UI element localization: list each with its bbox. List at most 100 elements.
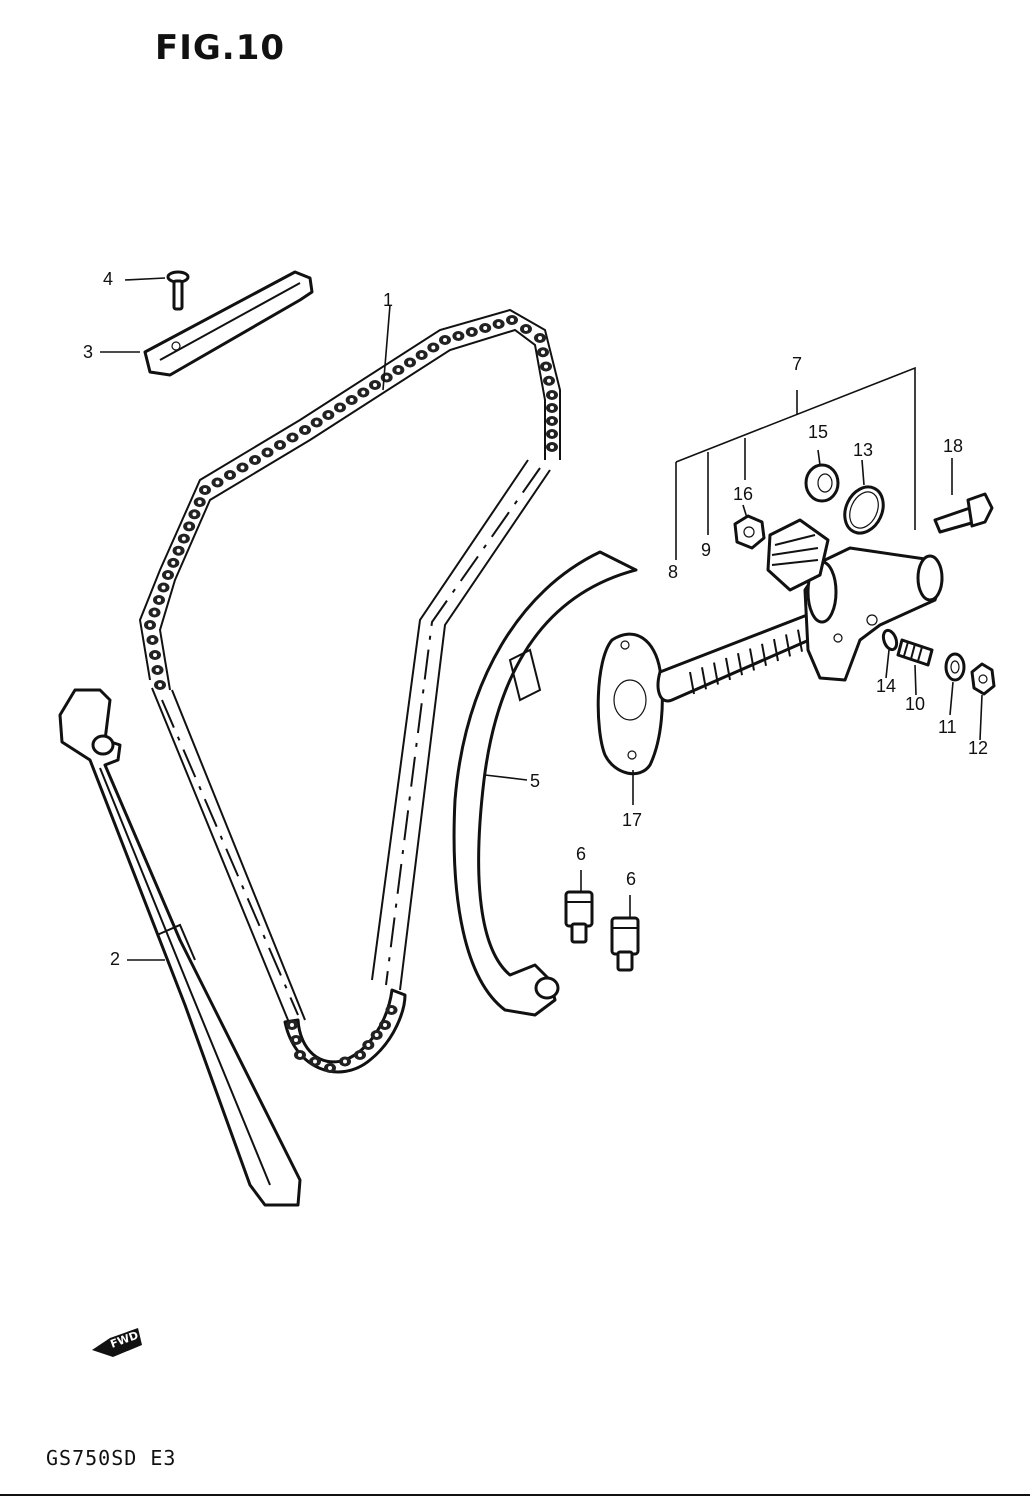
oil-seal (804, 463, 840, 503)
washer (944, 652, 966, 682)
leader-lines (100, 277, 983, 961)
chain-link-pin (338, 405, 342, 410)
chain-link-pin (253, 458, 257, 462)
callout-17: 17 (622, 810, 642, 830)
callout-15: 15 (808, 422, 828, 442)
chain-link-pin (215, 480, 220, 485)
spring-pin (881, 628, 899, 652)
chain-link-pin (192, 512, 197, 517)
callout-10: 10 (905, 694, 925, 714)
forward-arrow: FWD (92, 1328, 142, 1357)
spring-coil (725, 657, 731, 681)
chain-link-pin (396, 368, 401, 372)
callout-7: 7 (792, 354, 802, 374)
chain-link-pin (150, 638, 155, 642)
lock-nut (733, 514, 766, 550)
cam-chain-tensioner-shoe (452, 550, 638, 1017)
chain-link-pin (358, 1053, 362, 1057)
chain-link-pin (456, 334, 461, 338)
callout-6: 6 (626, 869, 636, 889)
chain-link-pin (538, 336, 542, 340)
chain-link-pin (161, 585, 166, 590)
spring-coil (713, 662, 719, 685)
chain-link-pin (290, 435, 295, 440)
chain-link-pin (176, 548, 181, 553)
chain-link-pin (187, 524, 192, 529)
chain-link-pin (374, 1033, 379, 1037)
callout-18: 18 (943, 436, 963, 456)
chain-link-pin (419, 353, 424, 357)
chain-link-pin (290, 1023, 294, 1027)
spring-coil (701, 667, 707, 690)
chain-link-pin (298, 1053, 302, 1057)
chain-link-pin (550, 393, 554, 397)
chain-link-pin (373, 383, 377, 387)
chain-link-pin (197, 500, 202, 505)
spring-coil (761, 643, 767, 666)
callout-3: 3 (83, 342, 93, 362)
guide-pin-left (564, 890, 594, 944)
chain-link-pin (278, 443, 282, 447)
chain-link-pin (443, 338, 447, 342)
chain-link-pin (383, 1023, 387, 1027)
guide-pin-right (610, 916, 640, 972)
chain-link-pin (313, 1059, 317, 1064)
chain-link-pin (384, 375, 389, 380)
chain-link-pin (153, 653, 157, 657)
adjuster-screw (896, 638, 934, 667)
chain-link-pin (203, 488, 207, 492)
chain-link-pin (155, 668, 160, 672)
chain-link-pin (166, 573, 170, 577)
chain-link-pin (483, 326, 488, 330)
chain-link-pin (389, 1008, 394, 1012)
chain-link-pin (171, 560, 176, 565)
chain-link-pin (303, 428, 307, 432)
callout-2: 2 (110, 949, 120, 969)
callout-1: 1 (383, 290, 393, 310)
callout-4: 4 (103, 269, 113, 289)
tensioner-gasket (596, 632, 664, 776)
chain-link-pin (343, 1059, 347, 1064)
spring-coil (689, 671, 695, 695)
chain-link-pin (469, 330, 474, 334)
assembly-bracket-lines (675, 366, 916, 560)
chain-link-pin (544, 364, 548, 369)
figure-title: FIG.10 (155, 28, 286, 68)
spring-coil (749, 648, 755, 671)
chain-link-pin (496, 322, 501, 326)
chain-link-pin (547, 378, 551, 383)
spring-coil (797, 629, 803, 652)
o-ring (843, 485, 885, 535)
chain-link-pin (541, 350, 545, 355)
model-code: GS750SD E3 (46, 1446, 177, 1470)
chain-link-pin (181, 536, 186, 541)
chain-link-pin (550, 445, 554, 449)
chain-link-pin (550, 419, 554, 423)
chain-link-pin (408, 360, 412, 365)
chain-link-pin (314, 420, 319, 425)
spring-coil (773, 638, 779, 662)
spring-coil (737, 653, 743, 676)
chain-link-pin (157, 598, 161, 602)
chain-link-pin (328, 1066, 332, 1070)
callout-14: 14 (876, 676, 896, 696)
chain-link-pin (326, 413, 331, 417)
callout-6: 6 (576, 844, 586, 864)
callout-11: 11 (938, 717, 957, 737)
callout-9: 9 (701, 540, 711, 560)
tensioner-bolt (933, 492, 994, 534)
guide-bolt (166, 270, 190, 311)
chain-link-pin (240, 465, 245, 470)
callout-13: 13 (853, 440, 873, 460)
chain-link-pin (148, 623, 152, 627)
spring-coil (785, 634, 791, 657)
chain-link-pin (152, 610, 157, 615)
chain-link-pin (366, 1043, 371, 1047)
cam-chain-tensioner-assembly (656, 518, 944, 703)
chain-link-pin (265, 450, 270, 455)
chain-link-pin (294, 1038, 298, 1042)
chain-link-pin (550, 432, 554, 436)
callout-12: 12 (968, 738, 988, 758)
